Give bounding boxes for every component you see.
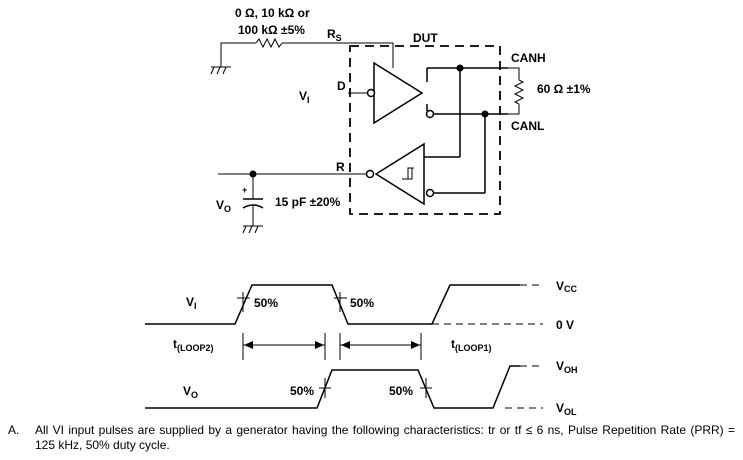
dut-box — [349, 45, 501, 215]
vo-circuit-label: VO — [216, 198, 231, 214]
circuit-schematic: 0 Ω, 10 kΩ or 100 kΩ ±5% RS DUT D VI C — [210, 6, 591, 234]
vi-rise-50-label: 50% — [254, 296, 278, 310]
footnote-text: All VI input pulses are supplied by a ge… — [35, 423, 735, 452]
cap-plus: + — [242, 185, 247, 195]
vol-label: VOL — [556, 401, 577, 417]
receiver-output-bubble-icon — [365, 169, 375, 179]
vo-timing-label: VO — [183, 384, 198, 400]
rs-ground-icon — [210, 66, 231, 75]
zero-v-label: 0 V — [556, 318, 574, 332]
dut-label: DUT — [413, 31, 438, 45]
rs-label: RS — [327, 27, 342, 43]
d-pin-label: D — [337, 79, 346, 93]
driver-buffer-icon — [373, 61, 424, 125]
rs-wire — [282, 42, 394, 68]
rs-resistor-icon — [255, 37, 283, 49]
vcc-label: VCC — [556, 279, 578, 294]
tloop1-label: t(LOOP1) — [451, 337, 492, 353]
vi-waveform — [145, 284, 520, 325]
tloop1-left-arrow-icon — [341, 341, 350, 349]
load-resistor-icon — [513, 79, 525, 105]
vo-rise-50-label: 50% — [290, 384, 314, 398]
driver-enable-bubble-icon — [366, 88, 376, 98]
timing-diagram: VI VCC 0 V 50% 50% t(LOOP2) t(LOOP1) VO … — [145, 279, 578, 417]
vi-circuit-label: VI — [299, 89, 310, 105]
receiver-low-bubble-icon — [425, 188, 435, 198]
vo-waveform — [145, 365, 520, 409]
load-bottom-wire — [508, 104, 520, 115]
rs-values-line2: 100 kΩ ±5% — [238, 23, 305, 37]
tloop1-right-arrow-icon — [411, 341, 420, 349]
vo-fall-50-label: 50% — [389, 384, 413, 398]
cap-label: 15 pF ±20% — [275, 195, 341, 209]
r-pin-label: R — [336, 160, 345, 174]
load-top-wire — [508, 67, 520, 80]
tloop2-right-arrow-icon — [315, 341, 324, 349]
vi-fall-50-label: 50% — [350, 296, 374, 310]
canh-label: CANH — [511, 51, 546, 65]
tloop2-label: t(LOOP2) — [173, 337, 214, 353]
rs-ground-wire — [220, 42, 256, 67]
driver-low-bubble-icon — [425, 109, 435, 119]
rs-values-line1: 0 Ω, 10 kΩ or — [235, 6, 310, 20]
voh-label: VOH — [556, 359, 578, 375]
footnote-marker: A. — [8, 423, 20, 437]
cap-ground-icon — [242, 225, 263, 234]
vi-timing-label: VI — [186, 295, 197, 311]
test-circuit-diagram: 0 Ω, 10 kΩ or 100 kΩ ±5% RS DUT D VI C — [145, 6, 591, 417]
schmitt-trigger-icon — [402, 167, 414, 180]
load-label: 60 Ω ±1% — [537, 82, 591, 96]
receiver-buffer-icon — [374, 142, 425, 206]
canl-label: CANL — [511, 119, 544, 133]
tloop2-left-arrow-icon — [244, 341, 253, 349]
